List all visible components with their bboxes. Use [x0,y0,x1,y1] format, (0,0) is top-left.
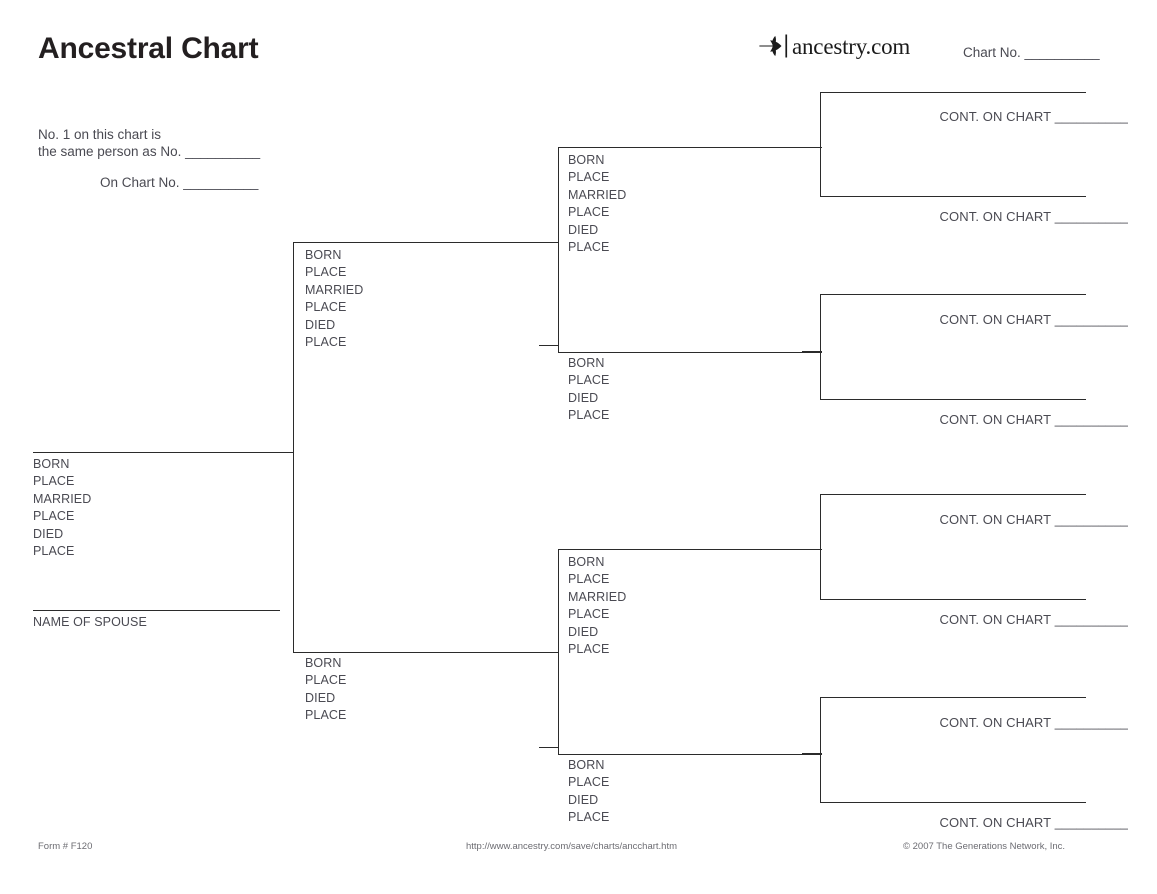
field-died: DIED [568,222,599,237]
field-place: PLACE [33,509,75,524]
field-place: PLACE [305,300,347,315]
field-place: PLACE [568,775,610,790]
gen4-3-cont-on-chart[interactable]: CONT. ON CHART __________ [939,312,1128,327]
spouse-name-line[interactable] [33,610,280,611]
gen3-1-fields: BORN PLACE MARRIED PLACE DIED PLACE [568,152,626,256]
gen4-2-name-line[interactable] [820,196,1086,197]
brand-name: ancestry.com [792,33,911,59]
footer-url[interactable]: http://www.ancestry.com/save/charts/ancc… [466,841,678,852]
field-place: PLACE [568,607,610,622]
gen2-father-name-line[interactable] [293,242,559,243]
field-place: PLACE [305,265,347,280]
field-born: BORN [568,153,605,167]
chart-no-field[interactable]: Chart No. __________ [963,45,1100,60]
field-married: MARRIED [305,282,364,297]
footer-form-number: Form # F120 [38,841,93,852]
gen3-3-name-line[interactable] [558,549,822,550]
field-born: BORN [305,248,342,262]
gen3-2-name-line[interactable] [558,352,822,353]
field-place: PLACE [305,708,347,723]
gen3-2-fields: BORN PLACE DIED PLACE [568,355,610,425]
gen3-3-fields: BORN PLACE MARRIED PLACE DIED PLACE [568,554,626,658]
field-born: BORN [568,356,605,370]
connector-gen3-gen4-2 [802,351,822,352]
field-born: BORN [568,555,605,569]
field-place: PLACE [568,408,610,423]
gen3-1-name-line[interactable] [558,147,822,148]
field-place: PLACE [568,240,610,255]
bracket-gen3-upper [558,147,559,353]
gen4-5-cont-on-chart[interactable]: CONT. ON CHART __________ [939,512,1128,527]
bracket-gen4-3 [820,494,821,599]
field-place: PLACE [568,810,610,825]
same-person-line2[interactable]: the same person as No. __________ [38,144,261,159]
on-chart-no-field[interactable]: On Chart No. __________ [100,175,259,190]
connector-gen1-gen2 [274,452,294,453]
gen4-8-name-line[interactable] [820,802,1086,803]
field-died: DIED [568,792,599,807]
gen2-father-fields: BORN PLACE MARRIED PLACE DIED PLACE [305,247,363,351]
gen4-5-name-line[interactable] [820,494,1086,495]
gen2-mother-name-line[interactable] [293,652,559,653]
connector-gen3-gen4-4 [802,753,822,754]
field-place: PLACE [305,673,347,688]
person1-name-line[interactable] [33,452,294,453]
gen2-mother-fields: BORN PLACE DIED PLACE [305,655,347,725]
person1-fields: BORN PLACE MARRIED PLACE DIED PLACE [33,456,91,560]
field-born: BORN [305,656,342,670]
spouse-caption: NAME OF SPOUSE [33,615,147,629]
bracket-gen3-lower [558,549,559,755]
bracket-gen4-4 [820,697,821,802]
connector-gen2-gen3-lower [539,747,559,748]
gen4-1-cont-on-chart[interactable]: CONT. ON CHART __________ [939,109,1128,124]
gen4-6-cont-on-chart[interactable]: CONT. ON CHART __________ [939,612,1128,627]
connector-gen3-gen4-3 [802,549,822,550]
footer-copyright: © 2007 The Generations Network, Inc. [903,841,1066,852]
gen4-7-name-line[interactable] [820,697,1086,698]
field-born: BORN [33,457,70,471]
bracket-gen4-1 [820,92,821,196]
same-person-line1: No. 1 on this chart is [38,127,162,142]
ancestry-brand: ancestry.com [757,31,910,61]
field-place: PLACE [568,373,610,388]
gen3-4-name-line[interactable] [558,754,822,755]
field-died: DIED [33,526,64,541]
gen4-7-cont-on-chart[interactable]: CONT. ON CHART __________ [939,715,1128,730]
connector-gen3-gen4-1 [802,147,822,148]
field-place: PLACE [33,474,75,489]
gen4-1-name-line[interactable] [820,92,1086,93]
field-died: DIED [305,317,336,332]
gen4-4-cont-on-chart[interactable]: CONT. ON CHART __________ [939,412,1128,427]
connector-gen2-gen3-upper [539,345,559,346]
same-person-note: No. 1 on this chart is the same person a… [38,126,260,160]
field-place: PLACE [33,544,75,559]
field-died: DIED [568,390,599,405]
bracket-gen2 [293,242,294,653]
page-title: Ancestral Chart [38,32,259,65]
gen4-2-cont-on-chart[interactable]: CONT. ON CHART __________ [939,209,1128,224]
gen3-4-fields: BORN PLACE DIED PLACE [568,757,610,827]
field-place: PLACE [568,205,610,220]
field-married: MARRIED [568,589,627,604]
bracket-gen4-2 [820,294,821,399]
field-married: MARRIED [568,187,627,202]
gen4-6-name-line[interactable] [820,599,1086,600]
field-born: BORN [568,758,605,772]
field-place: PLACE [568,572,610,587]
ancestry-leaf-icon [757,33,791,59]
gen4-3-name-line[interactable] [820,294,1086,295]
field-married: MARRIED [33,491,92,506]
field-died: DIED [568,624,599,639]
gen4-4-name-line[interactable] [820,399,1086,400]
gen4-8-cont-on-chart[interactable]: CONT. ON CHART __________ [939,815,1128,830]
field-place: PLACE [305,335,347,350]
field-place: PLACE [568,170,610,185]
field-place: PLACE [568,642,610,657]
field-died: DIED [305,690,336,705]
